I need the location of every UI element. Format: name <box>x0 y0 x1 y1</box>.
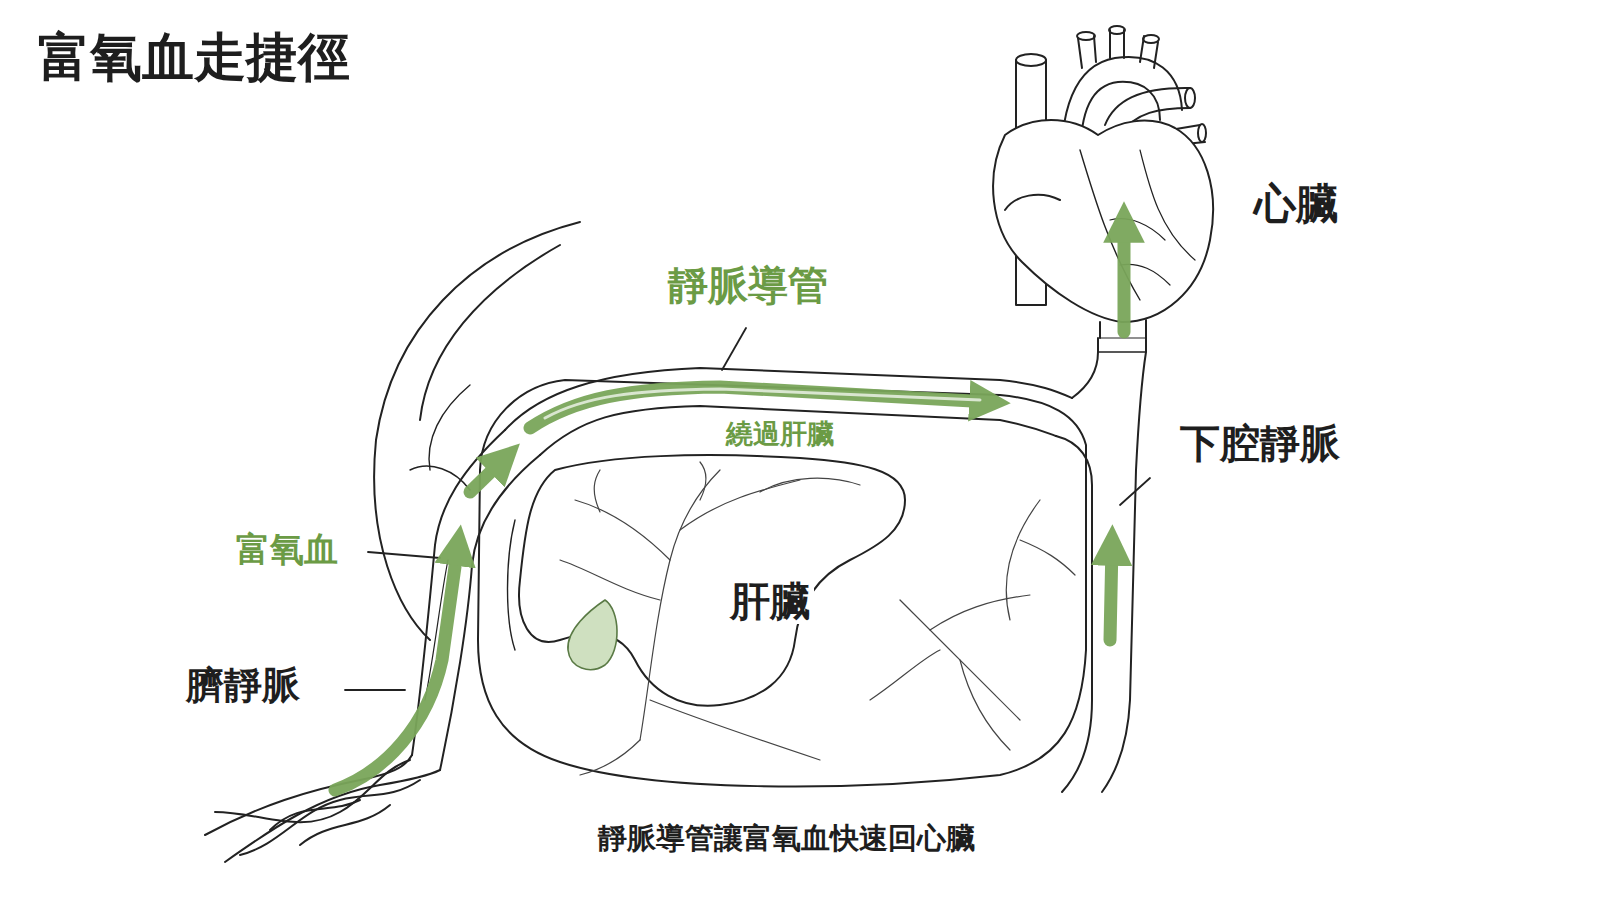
caption: 靜脈導管讓富氧血快速回心臟 <box>594 822 979 855</box>
vessel-label-holder: 靜脈導管 <box>664 262 832 308</box>
vessel-label: 靜脈導管 <box>664 262 832 308</box>
title: 富氧血走捷徑 <box>38 28 350 88</box>
vessel-label: 臍靜脈 <box>182 664 304 708</box>
title-holder: 富氧血走捷徑 <box>38 28 350 88</box>
organ-label-holder: 肝臟 <box>726 578 814 624</box>
caption-holder: 靜脈導管讓富氧血快速回心臟 <box>594 822 979 855</box>
vessel-label-holder: 下腔靜脈 <box>1176 420 1344 466</box>
note-label-holder: 繞過肝臟 <box>722 418 838 449</box>
note-label: 繞過肝臟 <box>722 418 838 449</box>
vessel-label-holder: 臍靜脈 <box>182 664 304 708</box>
organ-label: 肝臟 <box>726 578 814 624</box>
vessel-label: 下腔靜脈 <box>1176 420 1344 466</box>
organ-label: 心臟 <box>1250 180 1342 228</box>
organ-label-holder: 心臟 <box>1250 180 1342 228</box>
blood-label: 富氧血 <box>232 530 342 569</box>
blood-label-holder: 富氧血 <box>232 530 342 569</box>
